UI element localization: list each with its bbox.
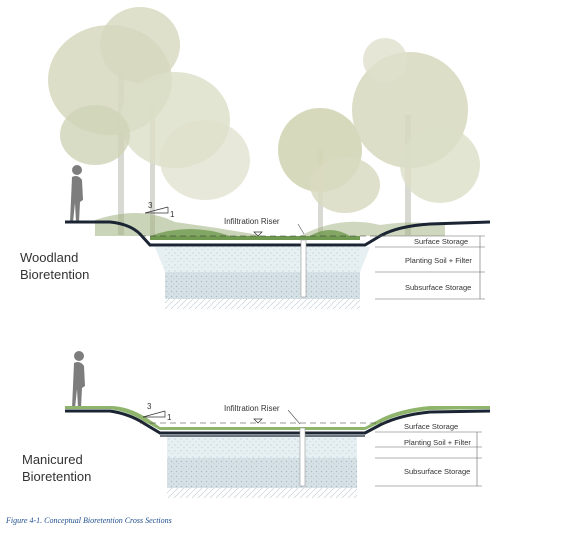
woodland-soil-layer: [165, 247, 360, 272]
manicured-hatch: [167, 488, 357, 498]
tree-right-pair: [278, 38, 480, 235]
woodland-riser-label: Infiltration Riser: [224, 217, 280, 226]
figure-caption: Figure 4-1. Conceptual Bioretention Cros…: [6, 516, 172, 525]
woodland-layer-surface: Surface Storage: [414, 237, 468, 246]
manicured-slope-rise: 1: [167, 413, 172, 422]
manicured-turf: [65, 406, 490, 430]
woodland-storage-layer: [165, 272, 360, 299]
woodland-slope-rise: 1: [170, 210, 175, 219]
manicured-layer-soil: Planting Soil + Filter: [404, 438, 471, 447]
woodland-title-line2: Bioretention: [20, 267, 89, 282]
manicured-title-line1: Manicured: [22, 452, 83, 467]
tree-left-large: [48, 7, 250, 235]
person-silhouette-top: [70, 165, 83, 222]
manicured-riser: [299, 427, 306, 487]
woodland-dimension-lines: [375, 235, 485, 300]
manicured-dimension-lines: [375, 431, 482, 487]
manicured-slope-run: 3: [147, 402, 152, 411]
woodland-section: [48, 7, 491, 309]
manicured-title-line2: Bioretention: [22, 469, 91, 484]
woodland-riser: [300, 239, 307, 298]
woodland-layer-subsurface: Subsurface Storage: [405, 283, 471, 292]
manicured-layer-subsurface: Subsurface Storage: [404, 467, 470, 476]
manicured-ground-line: [65, 409, 491, 435]
person-silhouette-bottom: [72, 351, 85, 408]
manicured-layer-surface: Surface Storage: [404, 422, 458, 431]
manicured-slope-indicator: [142, 410, 166, 418]
manicured-section: [65, 351, 491, 498]
manicured-storage-layer: [167, 458, 357, 488]
woodland-hatch: [165, 299, 360, 309]
woodland-slope-run: 3: [148, 201, 153, 210]
manicured-riser-label: Infiltration Riser: [224, 404, 280, 413]
woodland-slope-indicator: [144, 206, 169, 214]
manicured-soil-layer: [167, 436, 357, 458]
woodland-trees: [48, 7, 480, 235]
woodland-title-line1: Woodland: [20, 250, 78, 265]
woodland-layer-soil: Planting Soil + Filter: [405, 256, 472, 265]
